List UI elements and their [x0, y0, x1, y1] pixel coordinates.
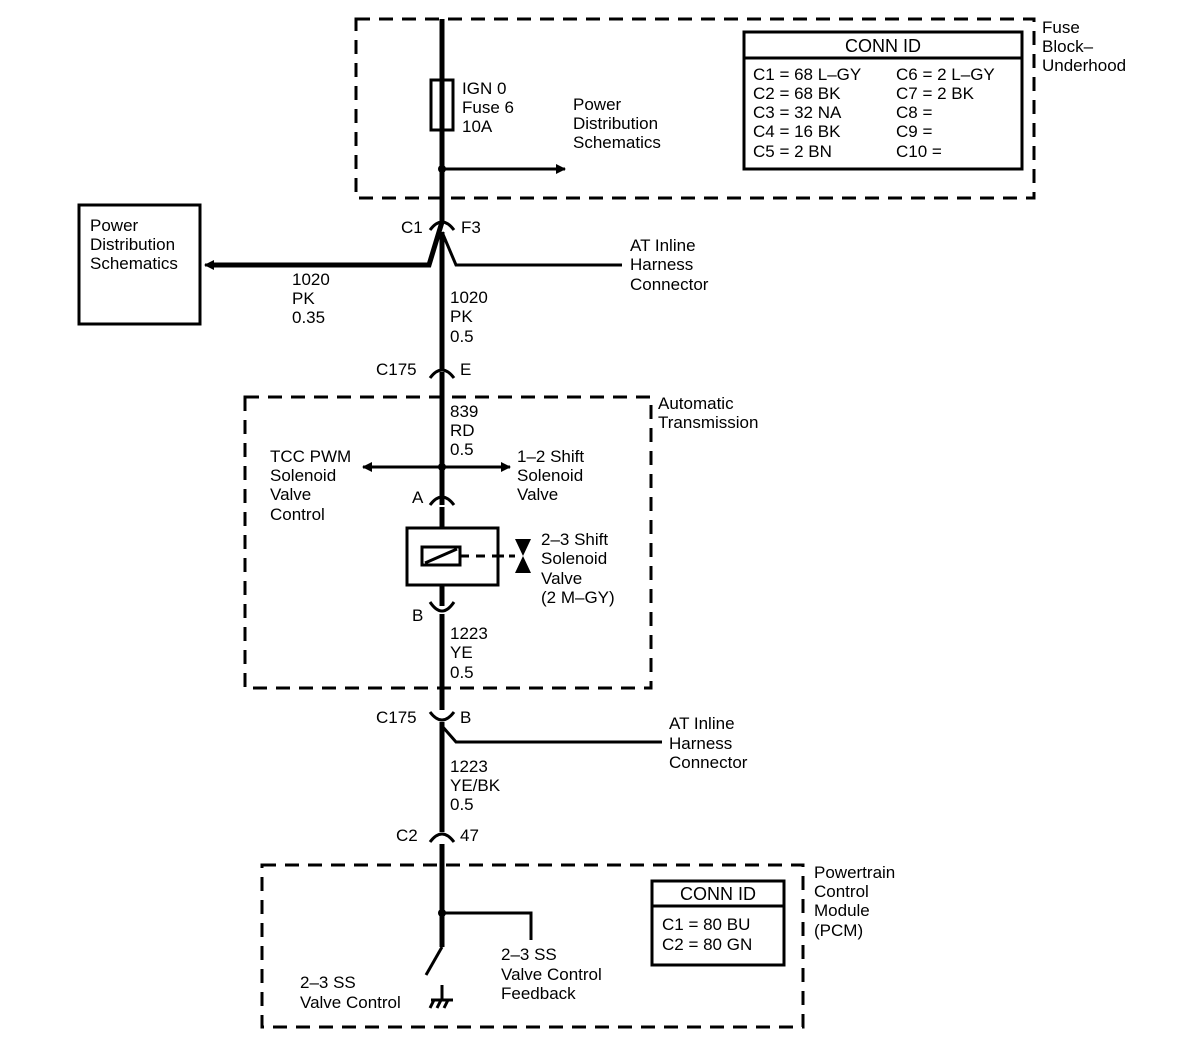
connector-c175-b-name: C175 — [376, 708, 417, 727]
power-distribution-box — [77, 203, 202, 326]
svg-text:CONN ID: CONN ID — [680, 884, 756, 904]
pcm-boundary — [260, 863, 805, 1029]
fuse-label: IGN 0 Fuse 6 10A — [462, 79, 519, 136]
solenoid-23-shift — [405, 526, 516, 587]
fuse-block-boundary — [354, 17, 1036, 200]
connector-c2-name: C2 — [396, 826, 418, 845]
svg-text:CONN ID: CONN ID — [845, 36, 921, 56]
connector-c175-b — [428, 711, 456, 722]
wire-1020-035-label: 1020 PK 0.35 — [292, 270, 335, 327]
connector-c175-e-pin: E — [460, 360, 471, 379]
ss-valve-feedback-label: 2–3 SS Valve Control Feedback — [501, 945, 607, 1003]
connector-c175-e — [428, 368, 456, 379]
connector-a — [428, 495, 456, 506]
connector-a-label: A — [412, 488, 424, 507]
ground-icon — [428, 998, 453, 1009]
wire-1223-yebk-label: 1223 YE/BK 0.5 — [450, 757, 505, 814]
tcc-pwm-label: TCC PWM Solenoid Valve Control — [270, 447, 356, 524]
wire-1223-ye-label: 1223 YE 0.5 — [450, 624, 493, 682]
switch-23-ss — [424, 946, 444, 976]
fuse-block-label: Fuse Block– Underhood — [1042, 18, 1126, 75]
ss-valve-control-label: 2–3 SS Valve Control — [300, 973, 401, 1012]
shift-23-label: 2–3 Shift Solenoid Valve (2 M–GY) — [541, 530, 615, 607]
connector-c1-name: C1 — [401, 218, 423, 237]
valve-icon — [515, 539, 531, 573]
wire-1020-05-label: 1020 PK 0.5 — [450, 288, 493, 346]
connector-b — [428, 601, 456, 613]
connector-c1-pin: F3 — [461, 218, 481, 237]
connector-c175-b-pin: B — [460, 708, 471, 727]
automatic-transmission-boundary — [243, 395, 653, 690]
power-distribution-ref-right: Power Distribution Schematics — [573, 95, 663, 152]
at-inline-bottom-label: AT Inline Harness Connector — [669, 714, 748, 772]
wire-839-label: 839 RD 0.5 — [450, 402, 483, 459]
connector-b-label: B — [412, 606, 423, 625]
connector-c2-pin: 47 — [460, 826, 479, 845]
at-inline-top-label: AT Inline Harness Connector — [630, 236, 709, 294]
power-distribution-box-label: Power Distribution Schematics — [90, 216, 180, 273]
connector-c175-e-name: C175 — [376, 360, 417, 379]
shift-12-label: 1–2 Shift Solenoid Valve — [517, 447, 589, 504]
pcm-label: Powertrain Control Module (PCM) — [814, 863, 900, 940]
automatic-transmission-label: Automatic Transmission — [658, 394, 758, 432]
connector-c2 — [428, 832, 456, 843]
